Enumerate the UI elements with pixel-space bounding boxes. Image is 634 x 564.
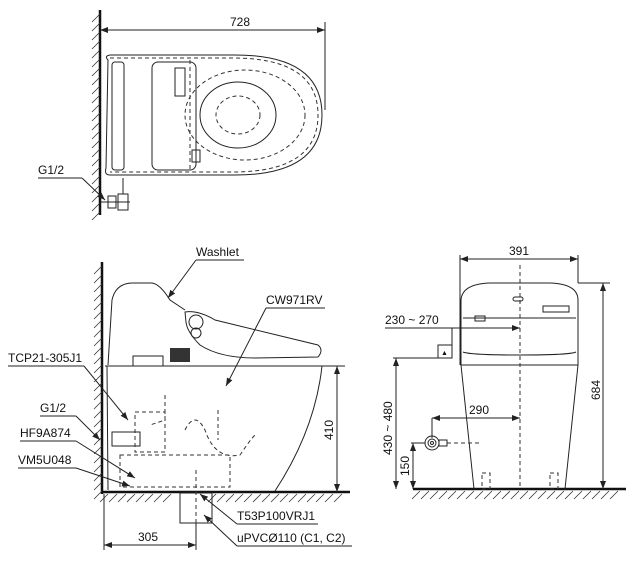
supply-fitting-top [100,178,130,211]
front-width-dim: 391 [509,244,529,258]
outlet-symbol [437,344,453,359]
svg-text:▲: ▲ [441,350,448,357]
wall-hatching [91,13,101,221]
tank-outline [107,282,186,366]
outlet-offset-dim: 230 ~ 270 [385,313,439,327]
width-dim-label: 728 [230,15,250,29]
tcp-label: TCP21-305J1 [8,351,82,365]
supply-offset-dim: 290 [469,403,489,417]
washlet-seat [184,311,322,359]
hose-label: HF9A874 [20,426,71,440]
drain-pipe-label: uPVCØ110 (C1, C2) [237,531,346,545]
top-supply-label: G1/2 [38,163,64,177]
valve-label: VM5U048 [18,453,72,467]
washlet-front [460,282,579,366]
side-view: 410 305 Washlet CW971RV TCP21-305J1 G1/2… [8,245,352,550]
rough-in-dim: 305 [138,530,158,544]
control-panel [151,61,197,171]
total-height-dim: 684 [589,380,603,400]
side-height-dim: 410 [322,420,336,440]
vent-grille [170,348,190,362]
floor-hatching [411,490,619,500]
supply-height-dim: 150 [398,456,412,476]
washlet-label: Washlet [196,245,240,259]
supply-valve-front [424,435,448,451]
toilet-top-outline [105,54,323,176]
top-view: 728 G1/2 [38,10,326,221]
pedestal-front [460,364,579,490]
bowl-outline [106,365,323,492]
outlet-height-dim: 430 ~ 480 [381,401,395,455]
bowl-model-label: CW971RV [266,293,322,307]
wall-floor-hatching [93,265,343,503]
side-supply-label: G1/2 [40,401,66,415]
front-view: 391 684 230 ~ 270 ▲ 430 ~ 480 290 150 [381,244,626,500]
flange-label: T53P100VRJ1 [237,509,315,523]
